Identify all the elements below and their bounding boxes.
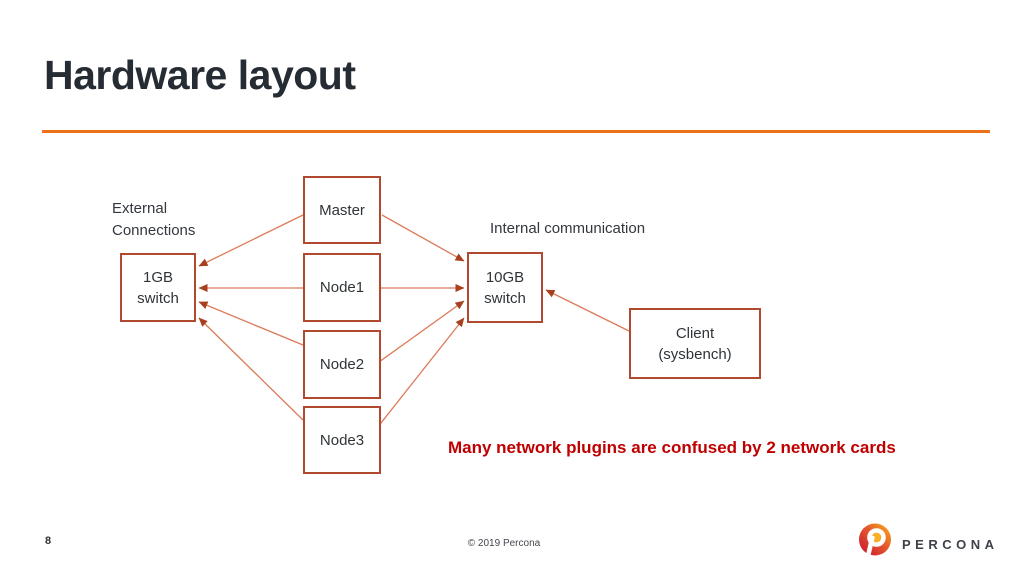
edge-master-to-switch-10gb: [381, 214, 465, 262]
title-divider: [42, 130, 990, 133]
node-node3: Node3: [303, 406, 381, 474]
node-master: Master: [303, 176, 381, 244]
edge-client-to-switch-10gb: [545, 289, 630, 332]
node-client-sysbench: Client (sysbench): [629, 308, 761, 379]
edge-node2-to-switch-1gb: [198, 301, 304, 346]
label-internal-communication: Internal communication: [490, 220, 646, 237]
edge-node3-to-switch-1gb: [198, 317, 304, 421]
warning-note: Many network plugins are confused by 2 n…: [448, 438, 896, 457]
node-1gb-switch: 1GB switch: [120, 253, 196, 322]
edge-node3-to-switch-10gb: [376, 317, 465, 429]
page-title: Hardware layout: [44, 52, 356, 98]
page-number: 8: [45, 535, 52, 547]
percona-logo-icon: [858, 523, 892, 565]
label-external-connections: External Connections: [112, 200, 196, 239]
percona-logo: PERCONA: [858, 523, 999, 565]
edge-master-to-switch-1gb: [198, 214, 304, 267]
node-10gb-switch: 10GB switch: [467, 252, 543, 323]
percona-logo-label: PERCONA: [902, 536, 999, 552]
copyright-text: © 2019 Percona: [467, 538, 541, 549]
edge-node2-to-switch-10gb: [378, 300, 465, 363]
node-node1: Node1: [303, 253, 381, 322]
node-node2: Node2: [303, 330, 381, 399]
